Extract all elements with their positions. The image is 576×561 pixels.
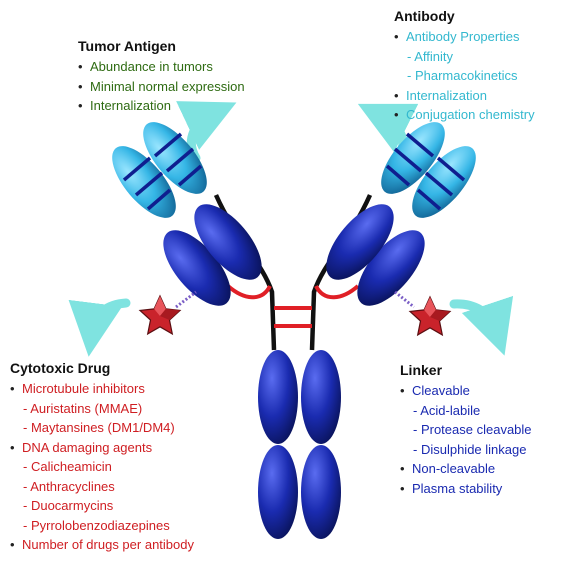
list-item: Affinity [394, 47, 535, 67]
list-item: Duocarmycins [10, 496, 194, 516]
list-item: DNA damaging agents [10, 438, 194, 458]
antibody-list: Antibody Properties Affinity Pharmacokin… [394, 27, 535, 125]
list-item: Non-cleavable [400, 459, 532, 479]
list-item: Maytansines (DM1/DM4) [10, 418, 194, 438]
list-item: Microtubule inhibitors [10, 379, 194, 399]
list-item: Internalization [394, 86, 535, 106]
list-item: Protease cleavable [400, 420, 532, 440]
antibody-panel: Antibody Antibody Properties Affinity Ph… [394, 8, 535, 125]
linker-right [394, 290, 415, 309]
fab-arm-right [326, 122, 476, 306]
tumor-antigen-panel: Tumor Antigen Abundance in tumors Minima… [78, 38, 245, 116]
fc-region [258, 350, 341, 539]
arrow-to-tumor-antigen [176, 101, 237, 163]
list-item: Pharmacokinetics [394, 66, 535, 86]
tumor-antigen-list: Abundance in tumors Minimal normal expre… [78, 57, 245, 116]
list-item: Number of drugs per antibody [10, 535, 194, 555]
tumor-antigen-title: Tumor Antigen [78, 38, 176, 54]
cytotoxic-drug-title: Cytotoxic Drug [10, 360, 111, 376]
linker-panel: Linker Cleavable Acid-labile Protease cl… [400, 362, 532, 498]
list-item: Calicheamicin [10, 457, 194, 477]
cytotoxic-drug-list: Microtubule inhibitors Auristatins (MMAE… [10, 379, 194, 555]
list-item: Cleavable [400, 381, 532, 401]
list-item: Internalization [78, 96, 245, 116]
drug-star-right [408, 295, 452, 337]
list-item: Disulphide linkage [400, 440, 532, 460]
linker-left [175, 290, 197, 309]
arrow-to-cytotoxic-drug [68, 298, 131, 357]
list-item: Plasma stability [400, 479, 532, 499]
list-item: Acid-labile [400, 401, 532, 421]
list-item: Conjugation chemistry [394, 105, 535, 125]
arrow-to-linker [449, 295, 514, 356]
linker-list: Cleavable Acid-labile Protease cleavable… [400, 381, 532, 498]
fab-arm-left [112, 122, 262, 306]
list-item: Abundance in tumors [78, 57, 245, 77]
variable-domain-left [112, 122, 207, 218]
list-item: Minimal normal expression [78, 77, 245, 97]
list-item: Pyrrolobenzodiazepines [10, 516, 194, 536]
list-item: Antibody Properties [394, 27, 535, 47]
antibody-title: Antibody [394, 8, 455, 24]
hinge-disulfide-bonds [226, 284, 360, 328]
cytotoxic-drug-panel: Cytotoxic Drug Microtubule inhibitors Au… [10, 360, 194, 555]
variable-domain-right [381, 122, 476, 218]
drug-star-left [138, 294, 182, 336]
list-item: Auristatins (MMAE) [10, 399, 194, 419]
list-item: Anthracyclines [10, 477, 194, 497]
linker-title: Linker [400, 362, 443, 378]
